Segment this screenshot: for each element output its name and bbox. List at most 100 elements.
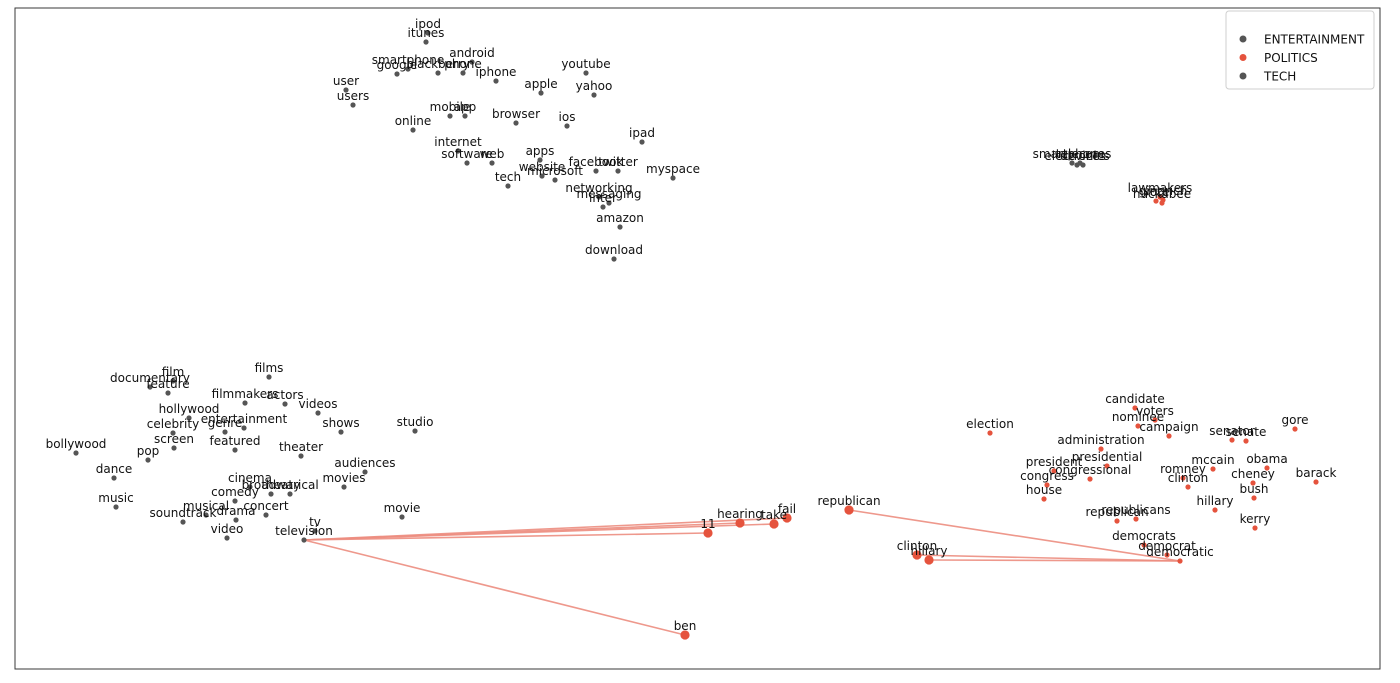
label-tech-apps: apps: [526, 144, 555, 158]
label-politics-bush: bush: [1239, 482, 1268, 496]
point-entertainment-film: [170, 378, 176, 384]
label-politics-democratic: democratic: [1146, 545, 1214, 559]
label-politics-nominee: nominee: [1112, 410, 1164, 424]
label-entertainment-drama: drama: [217, 504, 256, 518]
point-entertainment-films: [266, 374, 272, 380]
point-politics-voters: [1152, 417, 1158, 423]
point-politics-house: [1041, 496, 1047, 502]
label-tech-phone: phone: [444, 57, 482, 71]
point-tech-facebook: [593, 168, 599, 174]
point-politics-vote: [1153, 198, 1159, 204]
point-entertainment-theater: [298, 453, 304, 459]
label-tech-iphone: iphone: [476, 65, 517, 79]
point-politics-republican: [1114, 518, 1120, 524]
label-politics-house: house: [1026, 483, 1062, 497]
label-tech-smartphone: smartphone: [372, 53, 445, 67]
label-tech-smartphones: smartphones: [1033, 147, 1112, 161]
point-entertainment-broadway: [268, 491, 274, 497]
label-tech-amazon: amazon: [596, 211, 644, 225]
point-politics-campaign: [1166, 433, 1172, 439]
point-tech-software: [464, 160, 470, 166]
label-tech-user: user: [333, 74, 359, 88]
label-tech-blackberry: blackberry: [406, 57, 470, 71]
connection-line-democratic-republican: [848, 509, 1181, 562]
label-politics-election: election: [966, 417, 1014, 431]
highlight-point-11: [703, 528, 713, 538]
label-tech-devices: devices: [1060, 149, 1106, 163]
label-entertainment-actors: actors: [266, 388, 303, 402]
highlight-point-ben: [680, 630, 690, 640]
point-entertainment-television: [301, 537, 307, 543]
point-tech-apple: [538, 90, 544, 96]
point-tech-internet: [455, 148, 461, 154]
label-politics-kerry: kerry: [1240, 512, 1271, 526]
label-entertainment-shows: shows: [322, 416, 359, 430]
label-entertainment-soundtrack: soundtrack: [150, 506, 217, 520]
point-tech-blackberry: [435, 70, 441, 76]
highlight-point-hearing: [735, 518, 745, 528]
label-politics-barack: barack: [1296, 466, 1337, 480]
label-entertainment-genre: genre: [208, 416, 243, 430]
label-tech-itunes: itunes: [408, 26, 445, 40]
label-entertainment-hollywood: hollywood: [159, 402, 220, 416]
point-politics-republicans: [1133, 516, 1139, 522]
point-entertainment-filmmakers: [242, 400, 248, 406]
label-politics-republicans: republicans: [1101, 503, 1170, 517]
label-politics-senate: senate: [1226, 425, 1267, 439]
point-tech-download: [611, 256, 617, 262]
point-entertainment-tv: [312, 528, 318, 534]
connection-line-democratic-clinton: [916, 554, 1181, 562]
label-politics-gingrich: gingrich: [1139, 184, 1188, 198]
highlight-label-11: 11: [700, 517, 715, 531]
point-politics-nominee: [1135, 423, 1141, 429]
label-tech-software: software: [441, 147, 493, 161]
point-politics-democrats: [1141, 542, 1147, 548]
point-entertainment-audiences: [362, 469, 368, 475]
point-politics-hillary: [1212, 507, 1218, 513]
label-tech-telecom: telecom: [1056, 147, 1104, 161]
label-tech-microsoft: microsoft: [527, 164, 583, 178]
highlight-label-clinton: clinton: [897, 539, 938, 553]
label-politics-congress: congress: [1020, 469, 1074, 483]
label-tech-mobile: mobile: [430, 100, 471, 114]
point-politics-barack: [1313, 479, 1319, 485]
label-tech-twitter: twitter: [598, 155, 638, 169]
label-entertainment-pop: pop: [137, 444, 160, 458]
label-entertainment-video: video: [211, 522, 244, 536]
point-labels: ipoditunesandroidsmartphonegoogleblackbe…: [46, 17, 1337, 633]
label-politics-presidential: presidential: [1072, 450, 1143, 464]
highlight-label-hearing: hearing: [717, 507, 763, 521]
label-entertainment-studio: studio: [397, 415, 434, 429]
label-entertainment-documentary: documentary: [110, 371, 190, 385]
label-entertainment-films: films: [255, 361, 284, 375]
label-tech-android: android: [449, 46, 495, 60]
label-entertainment-concert: concert: [243, 499, 288, 513]
point-tech-microsoft: [552, 177, 558, 183]
legend-label-politics: POLITICS: [1264, 51, 1318, 65]
data-points: [73, 30, 1319, 640]
point-tech-android: [469, 59, 475, 65]
point-tech-apps: [537, 157, 543, 163]
legend-marker-politics: [1239, 54, 1247, 61]
label-tech-ipad: ipad: [629, 126, 655, 140]
label-tech-web: web: [480, 147, 505, 161]
label-entertainment-bollywood: bollywood: [46, 437, 107, 451]
label-politics-lawmakers: lawmakers: [1128, 181, 1193, 195]
point-tech-web: [489, 160, 495, 166]
point-entertainment-concert: [263, 512, 269, 518]
connection-line-television-take: [303, 523, 775, 541]
label-tech-messaging: messaging: [576, 187, 641, 201]
label-entertainment-dance: dance: [96, 462, 133, 476]
label-tech-electronics: electronics: [1044, 149, 1109, 163]
label-politics-hillary: hillary: [1197, 494, 1234, 508]
point-tech-tech: [505, 183, 511, 189]
label-tech-inter: inter: [589, 191, 617, 205]
point-tech-google: [394, 71, 400, 77]
point-politics-cheney: [1250, 480, 1256, 486]
legend: ENTERTAINMENT POLITICS TECH: [1225, 10, 1375, 90]
label-entertainment-celebrity: celebrity: [147, 417, 199, 431]
point-tech-amazon: [617, 224, 623, 230]
connection-lines: [303, 509, 1181, 636]
point-politics-democrat: [1164, 552, 1170, 558]
point-entertainment-shows: [338, 429, 344, 435]
